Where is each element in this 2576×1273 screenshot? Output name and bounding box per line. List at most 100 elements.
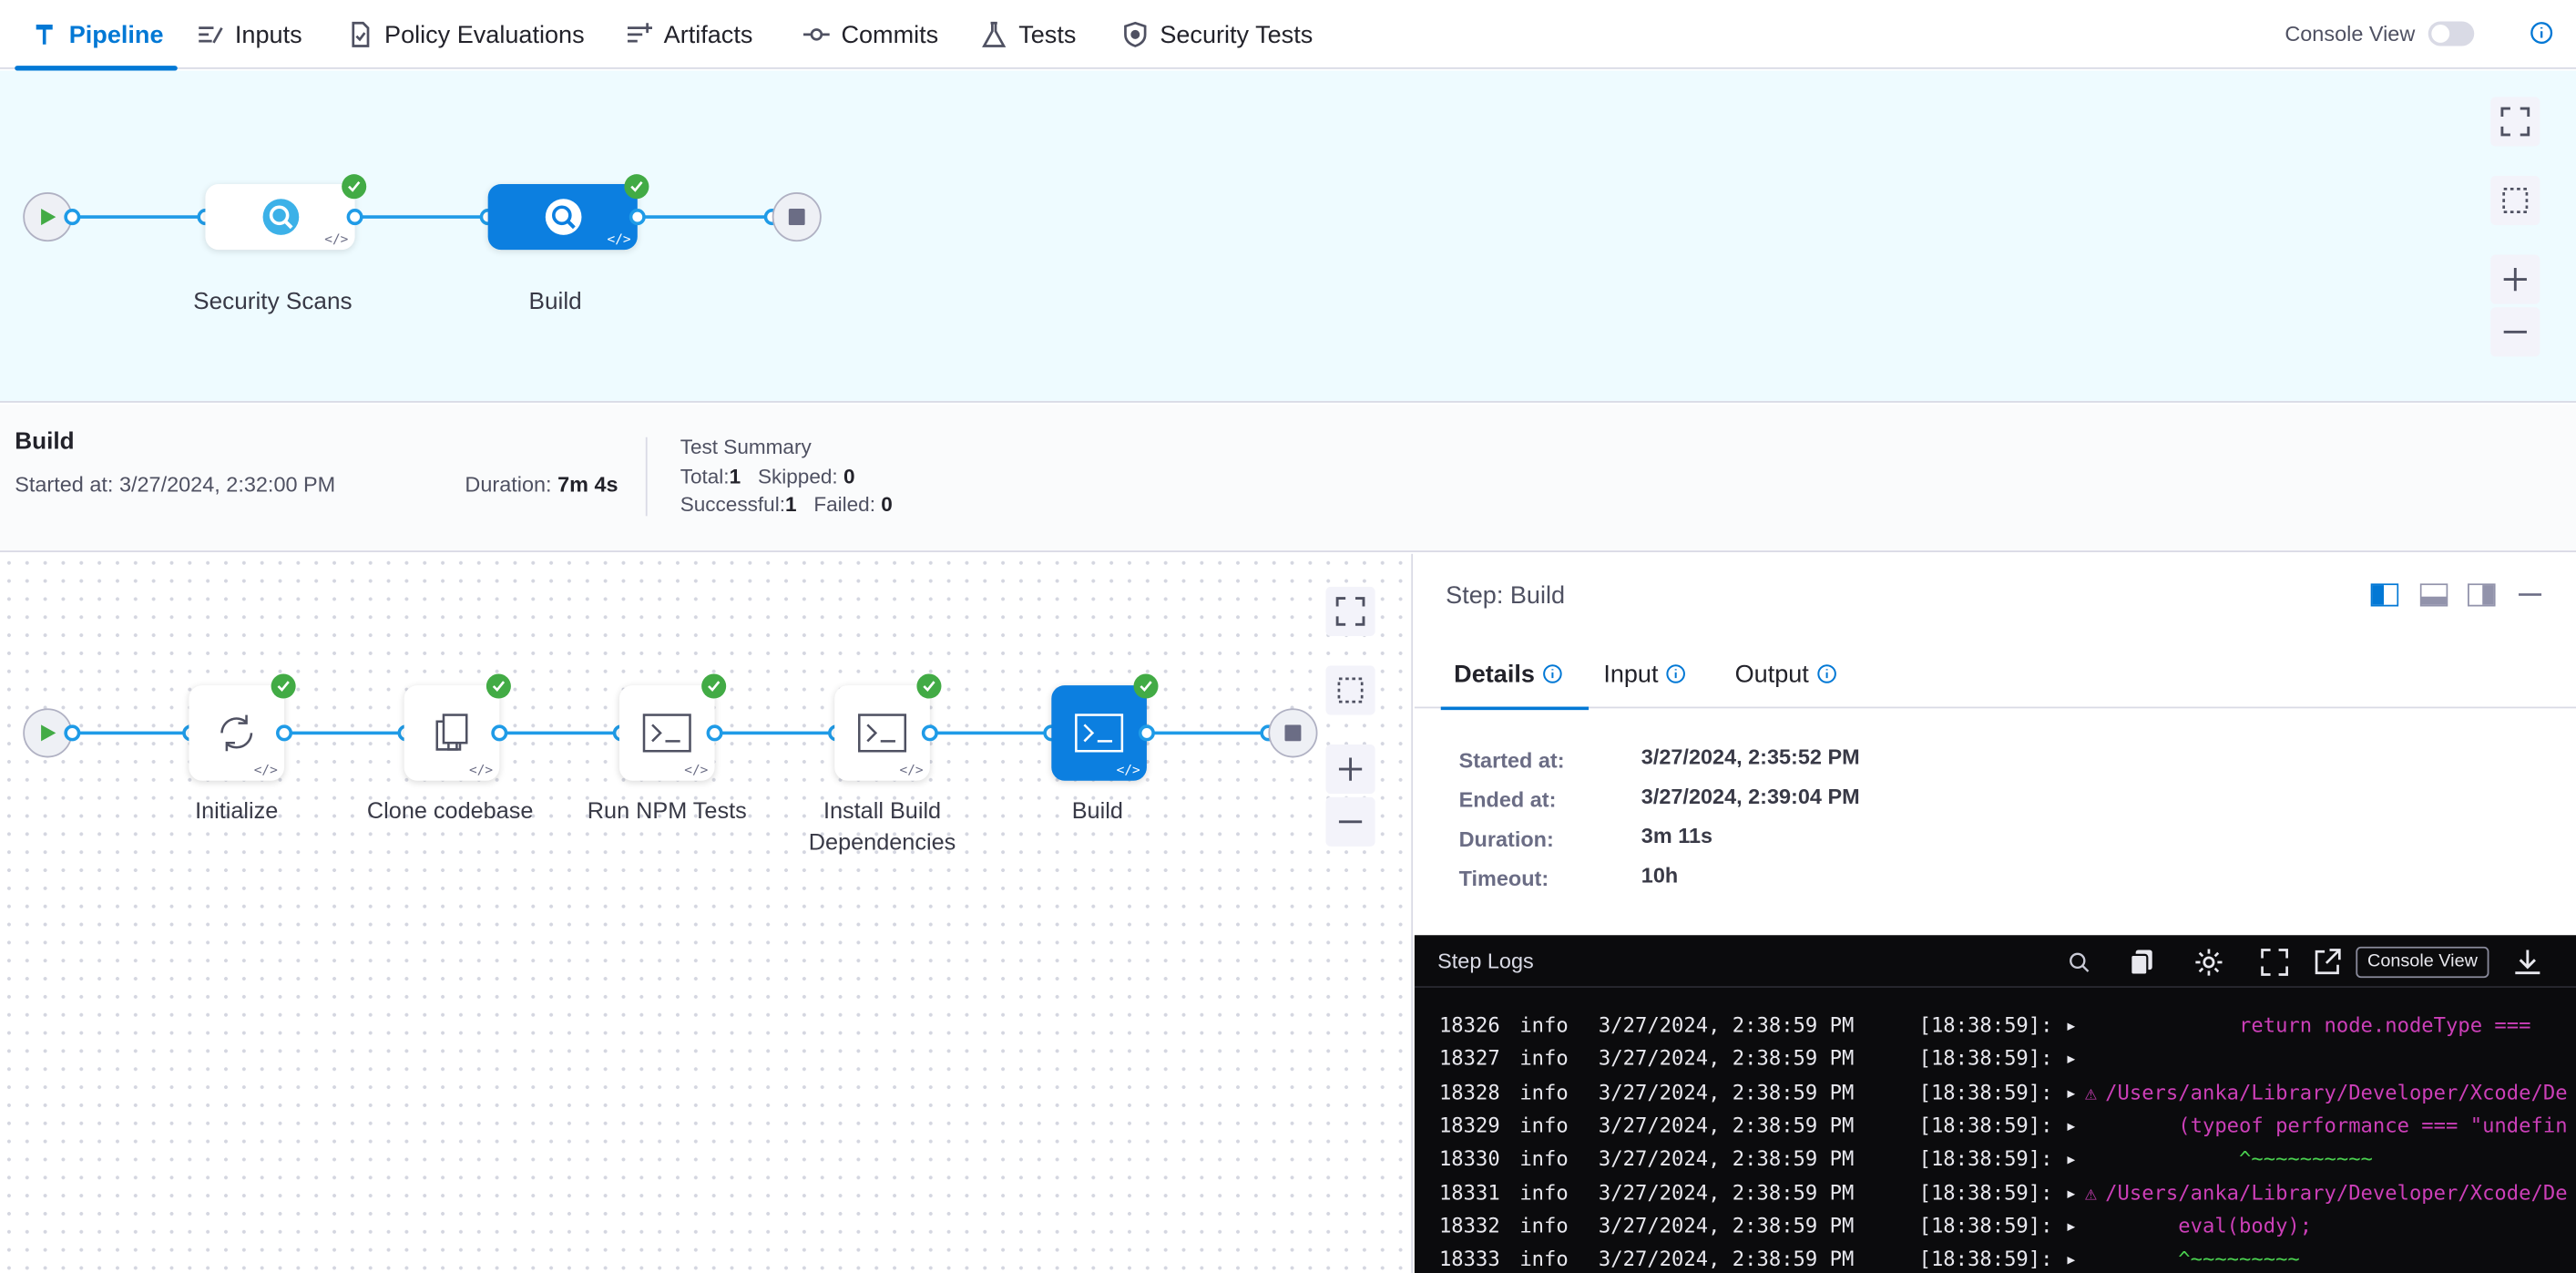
expand-icon[interactable] <box>2261 949 2289 977</box>
select-area-button[interactable] <box>1326 665 1375 714</box>
copy-icon[interactable] <box>2128 949 2156 977</box>
stop-icon <box>1284 724 1301 741</box>
layout-right-icon[interactable] <box>2371 583 2399 606</box>
info-icon[interactable] <box>2530 21 2553 44</box>
tab-label: Artifacts <box>664 21 753 49</box>
successful-value: 1 <box>785 493 797 516</box>
log-line-number: 18332 <box>1439 1209 1500 1242</box>
canvas-tools <box>2490 97 2540 385</box>
select-area-icon <box>1335 675 1365 704</box>
play-icon <box>37 724 57 744</box>
log-line-number: 18327 <box>1439 1042 1500 1075</box>
log-prefix: ▸ <box>2065 1143 2077 1175</box>
build-icon <box>543 197 582 236</box>
step-label: Clone codebase <box>335 796 566 826</box>
success-check-icon <box>1133 673 1158 698</box>
zoom-out-button[interactable] <box>2490 307 2540 356</box>
log-level: info <box>1519 1243 1568 1273</box>
tab-output[interactable]: Output <box>1735 640 1837 709</box>
tab-artifacts[interactable]: Artifacts <box>626 0 752 69</box>
log-tag: [18:38:59]: <box>1919 1143 2053 1175</box>
tab-policy-evaluations[interactable]: Policy Evaluations <box>347 0 585 69</box>
tab-label: Output <box>1735 660 1809 688</box>
log-prefix: ▸ <box>2065 1175 2077 1208</box>
minimize-icon[interactable] <box>2519 593 2541 597</box>
log-tag: [18:38:59]: <box>1919 1042 2053 1075</box>
step-clone-codebase[interactable]: </> <box>404 685 500 781</box>
tab-inputs[interactable]: Inputs <box>197 0 302 69</box>
info-icon <box>1817 664 1837 684</box>
download-icon[interactable] <box>2514 949 2542 977</box>
stage-summary: Build Started at: 3/27/2024, 2:32:00 PM … <box>0 405 2576 552</box>
log-message: eval(body); <box>2093 1209 2312 1242</box>
commit-icon <box>803 21 830 47</box>
console-view-label: Console View <box>2285 21 2415 46</box>
stage-build[interactable]: </> <box>488 184 638 250</box>
layout-float-icon[interactable] <box>2468 583 2496 606</box>
log-line-number: 18331 <box>1439 1175 1500 1208</box>
top-tab-bar: Pipeline Inputs Policy Evaluations Artif… <box>0 0 2576 69</box>
log-line-number: 18326 <box>1439 1009 1500 1042</box>
success-check-icon <box>701 673 726 698</box>
step-initialize[interactable]: </> <box>189 685 284 781</box>
detail-value: 3/27/2024, 2:39:04 PM <box>1641 784 1860 808</box>
logs-title: Step Logs <box>1437 949 1534 973</box>
flask-icon <box>981 21 1007 47</box>
console-view-button[interactable]: Console View <box>2356 947 2489 978</box>
total-label: Total: <box>680 465 730 488</box>
layout-bottom-icon[interactable] <box>2420 583 2448 606</box>
stage-security-scans[interactable]: </> <box>205 184 354 250</box>
stage-label: Security Scans <box>158 288 388 319</box>
fullscreen-button[interactable] <box>1326 587 1375 636</box>
inputs-icon <box>197 21 223 47</box>
tab-label: Input <box>1603 660 1658 688</box>
log-level: info <box>1519 1009 1568 1042</box>
terminal-icon <box>857 713 906 753</box>
tab-label: Details <box>1454 660 1535 688</box>
log-level: info <box>1519 1076 1568 1109</box>
tab-security-tests[interactable]: Security Tests <box>1122 0 1313 69</box>
code-icon: </> <box>1117 763 1140 777</box>
tab-pipeline[interactable]: Pipeline <box>31 0 163 69</box>
open-external-icon[interactable] <box>2313 949 2341 977</box>
duration-value: 7m 4s <box>557 472 618 497</box>
code-icon: </> <box>900 763 924 777</box>
tab-tests[interactable]: Tests <box>981 0 1077 69</box>
log-tag: [18:38:59]: <box>1919 1209 2053 1242</box>
search-icon[interactable] <box>2069 951 2090 972</box>
step-logs: Step Logs Console View 18326 info 3/27/202… <box>1415 935 2576 1273</box>
log-tag: [18:38:59]: <box>1919 1009 2053 1042</box>
divider <box>646 437 648 517</box>
skipped-value: 0 <box>843 465 855 488</box>
code-icon: </> <box>254 763 278 777</box>
detail-label: Timeout: <box>1459 866 1549 890</box>
zoom-in-button[interactable] <box>1326 744 1375 794</box>
step-details-panel: Step: Build Details Input Output Started… <box>1415 554 2576 1273</box>
select-area-button[interactable] <box>2490 176 2540 225</box>
log-timestamp: 3/27/2024, 2:38:59 PM <box>1599 1009 1854 1042</box>
log-line-number: 18329 <box>1439 1109 1500 1142</box>
log-message: ^~~~~~~~~~ <box>2093 1243 2300 1273</box>
detail-label: Started at: <box>1459 748 1565 773</box>
log-message: ^~~~~~~~~~~ <box>2093 1143 2373 1175</box>
security-scan-icon <box>261 197 300 236</box>
expand-icon <box>2500 107 2530 136</box>
fullscreen-button[interactable] <box>2490 97 2540 146</box>
tab-label: Tests <box>1018 21 1076 49</box>
started-value: 3/27/2024, 2:32:00 PM <box>119 472 335 497</box>
zoom-in-button[interactable] <box>2490 255 2540 304</box>
log-tag: [18:38:59]: <box>1919 1243 2053 1273</box>
zoom-out-button[interactable] <box>1326 797 1375 847</box>
log-level: info <box>1519 1175 1568 1208</box>
tab-commits[interactable]: Commits <box>803 0 938 69</box>
tab-details[interactable]: Details <box>1454 640 1562 709</box>
tab-input[interactable]: Input <box>1603 640 1686 709</box>
log-message: /Users/anka/Library/Developer/Xcode/De <box>2093 1175 2568 1208</box>
step-build[interactable]: </> <box>1051 685 1147 781</box>
expand-icon <box>1335 597 1365 626</box>
gear-icon[interactable] <box>2193 947 2224 978</box>
console-view-toggle[interactable] <box>2428 21 2475 46</box>
step-install-build-dependencies[interactable]: </> <box>834 685 930 781</box>
step-run-npm-tests[interactable]: </> <box>619 685 715 781</box>
log-level: info <box>1519 1042 1568 1075</box>
